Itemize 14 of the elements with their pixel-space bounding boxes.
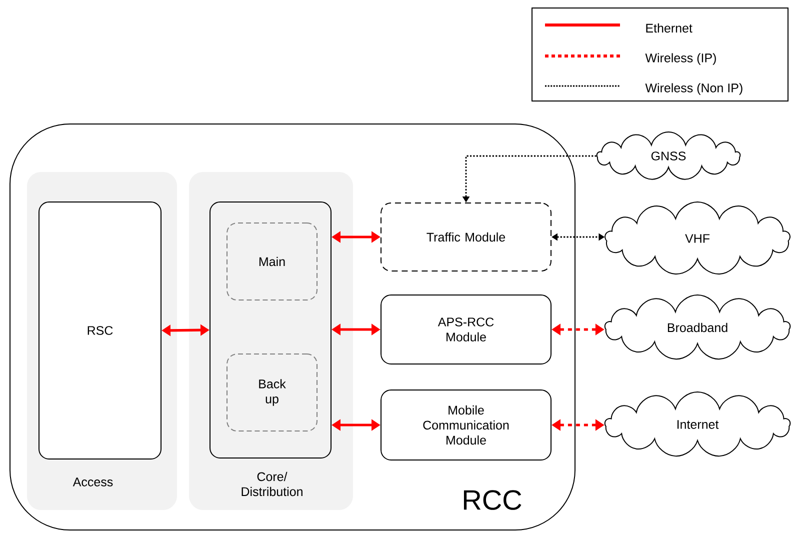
core-box: [210, 202, 332, 458]
cloud: Internet: [604, 392, 791, 457]
cloud: VHF: [604, 202, 790, 274]
module-box: Mobile Communication Module: [380, 390, 552, 460]
cloud: Broadband: [604, 294, 791, 360]
cloud: GNSS: [596, 132, 741, 180]
sub-box: Main: [226, 222, 318, 300]
sub-box: Back up: [226, 354, 318, 432]
module-box: APS-RCC Module: [380, 294, 552, 364]
module-box: Traffic Module: [380, 202, 552, 272]
module-box: RSC: [38, 202, 162, 460]
legend-label: Wireless (IP): [645, 53, 716, 65]
legend-label: Ethernet: [646, 23, 692, 33]
legend-label: Wireless (Non IP): [645, 83, 742, 95]
